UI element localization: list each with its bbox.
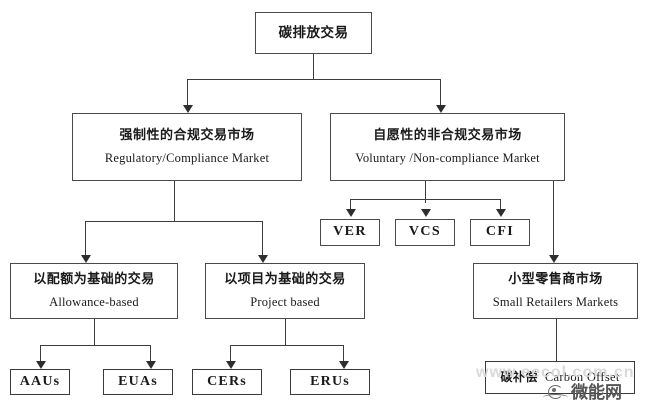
arrowhead-to-compliance: [183, 105, 193, 113]
connector-allowance-to-aaus: [40, 345, 41, 363]
connector-project-bus: [230, 345, 343, 346]
connector-allowance-to-euas: [150, 345, 151, 363]
connector-root-stem: [313, 54, 314, 79]
connector-project-to-cers: [230, 345, 231, 363]
node-label-en: Allowance-based: [49, 294, 139, 309]
node-label-cn: 碳排放交易: [278, 24, 349, 41]
connector-root-to-left: [187, 79, 188, 105]
node-label: VCS: [408, 224, 442, 240]
node-aaus[interactable]: AAUs: [10, 369, 70, 395]
node-label-en: Regulatory/Compliance Market: [104, 150, 270, 165]
node-label: EUAs: [118, 373, 158, 389]
watermark-logo-text: 微能网: [571, 383, 622, 403]
arrowhead-to-euas: [146, 361, 156, 369]
watermark-url: www.eecol.com.cn: [476, 364, 635, 381]
arrowhead-to-project-based: [258, 255, 268, 263]
connector-compliance-stem: [174, 181, 175, 221]
node-cers[interactable]: CERs: [192, 369, 262, 395]
arrowhead-to-vcs: [421, 209, 431, 217]
node-ver[interactable]: VER: [320, 219, 380, 246]
arrowhead-to-voluntary: [436, 105, 446, 113]
arrowhead-to-aaus: [36, 361, 46, 369]
connector-root-bus: [187, 79, 440, 80]
node-cfi[interactable]: CFI: [470, 219, 530, 246]
node-label-cn: 以项目为基础的交易: [224, 272, 346, 288]
node-label-cn: 自愿性的非合规交易市场: [373, 128, 522, 144]
connector-allowance-bus: [40, 345, 150, 346]
node-allowance-based[interactable]: 以配额为基础的交易 Allowance-based: [10, 263, 178, 319]
node-label: AAUs: [19, 373, 61, 389]
connector-compliance-to-project: [262, 221, 263, 255]
node-regulatory-compliance-market[interactable]: 强制性的合规交易市场 Regulatory/Compliance Market: [72, 113, 302, 181]
node-label-cn: 小型零售商市场: [508, 272, 603, 288]
connector-voluntary-to-retailers: [553, 181, 554, 255]
arrowhead-to-small-retailers: [549, 255, 559, 263]
node-label-cn: 碳补偿: [500, 370, 538, 384]
node-label-en: Carbon Offset: [544, 370, 620, 384]
arrowhead-to-cers: [226, 361, 236, 369]
connector-voluntary-to-ver: [350, 199, 351, 211]
node-label-cn: 以配额为基础的交易: [33, 272, 155, 288]
node-vcs[interactable]: VCS: [395, 219, 455, 246]
node-label-cn: 强制性的合规交易市场: [119, 128, 255, 144]
connector-allowance-stem: [94, 319, 95, 345]
arrowhead-to-ver: [346, 209, 356, 217]
node-label-en: Small Retailers Markets: [492, 294, 619, 309]
node-label: ERUs: [310, 373, 350, 389]
node-label: VER: [333, 224, 367, 240]
node-label-en: Project based: [250, 294, 320, 309]
node-label-en: Voluntary /Non-compliance Market: [355, 150, 540, 165]
node-euas[interactable]: EUAs: [103, 369, 173, 395]
arrowhead-to-cfi: [496, 209, 506, 217]
connector-root-to-right: [440, 79, 441, 105]
node-project-based[interactable]: 以项目为基础的交易 Project based: [205, 263, 365, 319]
connector-retailers-stem: [556, 319, 557, 363]
node-label: CERs: [207, 373, 247, 389]
node-small-retailers-markets[interactable]: 小型零售商市场 Small Retailers Markets: [473, 263, 638, 319]
eecol-logo-icon: [543, 383, 569, 399]
connector-project-stem: [285, 319, 286, 345]
watermark-logo: 微能网: [543, 378, 622, 403]
connector-voluntary-to-cfi: [500, 199, 501, 211]
carbon-offset-labels: 碳补偿 Carbon Offset: [500, 370, 619, 385]
arrowhead-to-erus: [339, 361, 349, 369]
node-voluntary-noncompliance-market[interactable]: 自愿性的非合规交易市场 Voluntary /Non-compliance Ma…: [330, 113, 565, 181]
node-label: CFI: [485, 224, 515, 240]
connector-voluntary-stem: [425, 181, 426, 203]
connector-compliance-bus: [85, 221, 262, 222]
connector-project-to-erus: [343, 345, 344, 363]
connector-voluntary-bus: [350, 199, 500, 200]
node-carbon-emission-trading[interactable]: 碳排放交易: [255, 12, 372, 54]
arrowhead-to-allowance-based: [81, 255, 91, 263]
node-erus[interactable]: ERUs: [290, 369, 370, 395]
connector-compliance-to-allowance: [85, 221, 86, 255]
